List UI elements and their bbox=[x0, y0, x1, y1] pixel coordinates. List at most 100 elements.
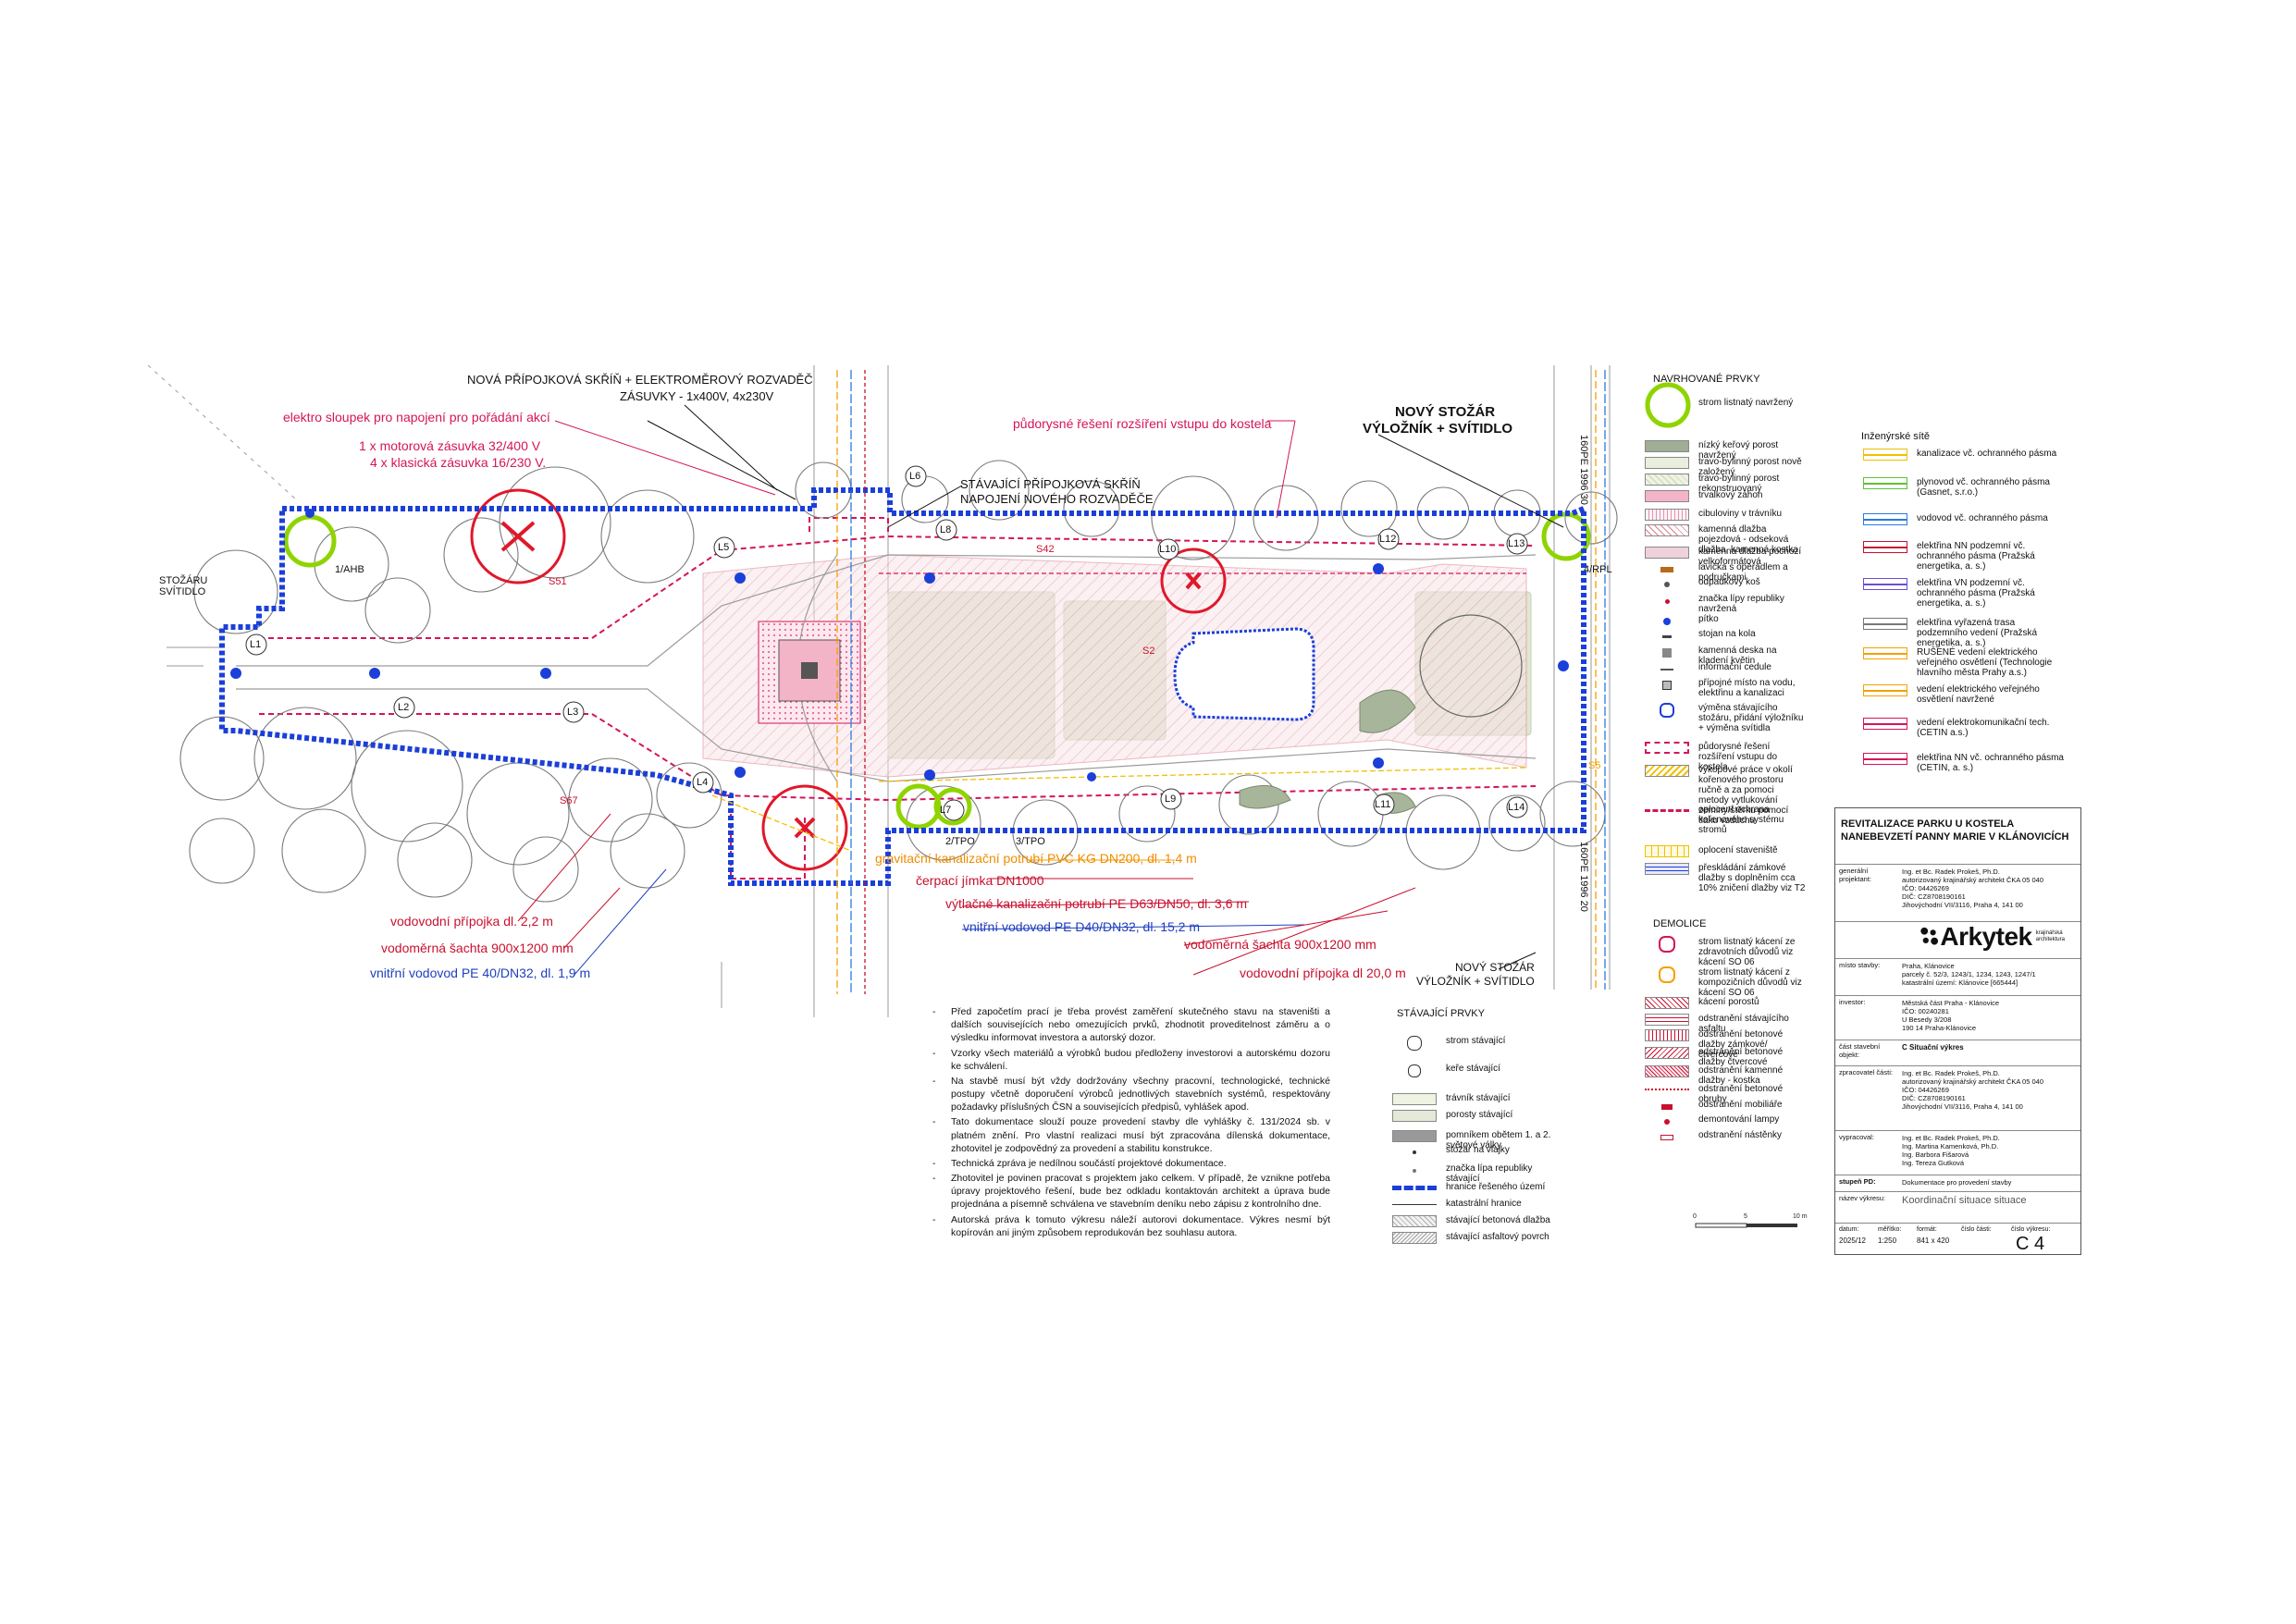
scale-bar-label-0: 0 bbox=[1693, 1213, 1697, 1220]
tpo2-label: 2/TPO bbox=[945, 836, 975, 847]
legend-util-item: elektřina VN podzemní vč. ochranného pás… bbox=[1863, 578, 2067, 609]
legend-item-label: vedení elektrokomunikační tech. (CETIN a… bbox=[1917, 718, 2050, 738]
scale-bar bbox=[1695, 1223, 1797, 1228]
legend-demo-item: demontování lampy bbox=[1645, 1114, 1807, 1129]
legend-item-label: lavička s opěradlem a područkami bbox=[1698, 562, 1788, 583]
legend-swatch bbox=[1645, 863, 1689, 875]
legend-item-label: keře stávající bbox=[1446, 1064, 1500, 1074]
legend-symbol-icon bbox=[1645, 1130, 1689, 1145]
tb-place-row: místo stavby: Praha, Klánovice parcely č… bbox=[1835, 958, 2080, 995]
tb-designer-row: generální projektant: Ing. et Bc. Radek … bbox=[1835, 864, 2080, 921]
legend-item-label: strom listnatý kácení z kompozičních dův… bbox=[1698, 967, 1802, 998]
legend-item-label: strom listnatý kácení ze zdravotních dův… bbox=[1698, 937, 1796, 967]
legend-swatch bbox=[1645, 765, 1689, 777]
lamp-label-l5: L5 bbox=[718, 542, 730, 553]
project-title: REVITALIZACE PARKU U KOSTELA NANEBEVZETÍ… bbox=[1841, 818, 2069, 844]
note-item: -Na stavbě musí být vždy dodržovány všec… bbox=[932, 1075, 1330, 1114]
water-conn-left-label: vodovodní přípojka dl. 2,2 m bbox=[390, 914, 553, 929]
legend-item-label: travo-bylinný porost rekonstruovaný bbox=[1698, 474, 1780, 494]
legend-demo-item: odstranění betonové dlažby zámkové/čtver… bbox=[1645, 1029, 1807, 1060]
legend-util-item: vedení elektrokomunikační tech. (CETIN a… bbox=[1863, 718, 2067, 738]
gravity-sewer-label: gravitační kanalizační potrubí PVC KG DN… bbox=[875, 851, 1197, 866]
legend-item-label: přípojné místo na vodu, elektřinu a kana… bbox=[1698, 678, 1796, 698]
legend-item-label: odstranění stávajícího asfaltu bbox=[1698, 1014, 1789, 1034]
tb-date-key: datum: bbox=[1839, 1226, 1859, 1233]
note-dash: - bbox=[932, 1116, 936, 1128]
legend-item-label: výkopové práce v okolí kořenového prosto… bbox=[1698, 765, 1793, 826]
legend-new-item: kamenná deska na kladení květin bbox=[1645, 646, 1807, 666]
legend-item-label: porosty stávající bbox=[1446, 1110, 1513, 1120]
legend-new-item: cibuloviny v trávníku bbox=[1645, 509, 1807, 521]
tb-part-no-key: číslo části: bbox=[1961, 1226, 1992, 1233]
lamp-label-l12: L12 bbox=[1379, 534, 1397, 545]
legend-item-label: výměna stávajícího stožáru, přidání výlo… bbox=[1698, 703, 1804, 733]
legend-swatch bbox=[1863, 618, 1907, 630]
legend-swatch bbox=[1645, 742, 1689, 754]
legend-new-item: půdorysné řešení rozšíření vstupu do kos… bbox=[1645, 742, 1807, 772]
tb-format-key: formát: bbox=[1917, 1226, 1937, 1233]
legend-item-label: demontování lampy bbox=[1698, 1114, 1780, 1125]
legend-item-label: půdorysné řešení rozšíření vstupu do kos… bbox=[1698, 742, 1778, 772]
legend-exist-item: strom stávající bbox=[1392, 1036, 1554, 1051]
legend-symbol-icon bbox=[1645, 678, 1689, 693]
tree-label-s2: S2 bbox=[1142, 646, 1155, 657]
legend-demo-item: kácení porostů bbox=[1645, 997, 1807, 1009]
tb-drawn-value: Ing. et Bc. Radek Prokeš, Ph.D. Ing. Mar… bbox=[1902, 1134, 2000, 1167]
legend-swatch bbox=[1863, 718, 1907, 730]
legend-swatch bbox=[1392, 1186, 1437, 1190]
legend-swatch bbox=[1392, 1204, 1437, 1206]
lamp-label-l2: L2 bbox=[398, 702, 410, 713]
lamp-label-l14: L14 bbox=[1508, 802, 1525, 813]
church-groundplan bbox=[1173, 627, 1315, 721]
tb-designer-value: Ing. et Bc. Radek Prokeš, Ph.D. autorizo… bbox=[1902, 867, 2043, 909]
legend-item-label: stávající betonová dlažba bbox=[1446, 1215, 1550, 1225]
tb-processor-key: zpracovatel části: bbox=[1839, 1068, 1893, 1077]
note-text: Autorská práva k tomuto výkresu náleží a… bbox=[951, 1213, 1330, 1238]
utility-lines bbox=[711, 370, 1606, 994]
legend-new-item: trvalkový záhon bbox=[1645, 490, 1807, 502]
legend-item-label: hranice řešeného území bbox=[1446, 1182, 1546, 1192]
legend-item-label: odpadkový koš bbox=[1698, 577, 1760, 587]
note-text: Tato dokumentace slouží pouze provedení … bbox=[951, 1116, 1330, 1154]
tb-stage-row: stupeň PD: Dokumentace pro provedení sta… bbox=[1835, 1175, 2080, 1191]
legend-item-label: značka lípy republiky navržená bbox=[1698, 594, 1784, 614]
lamp-label-l11: L11 bbox=[1375, 799, 1391, 810]
legend-item-label: plynovod vč. ochranného pásma (Gasnet, s… bbox=[1917, 477, 2050, 498]
legend-item-label: odstranění kamenné dlažby - kostka bbox=[1698, 1065, 1784, 1086]
legend-new-item: travo-bylinný porost nově založený bbox=[1645, 457, 1807, 477]
legend-swatch bbox=[1645, 490, 1689, 502]
legend-util-item: RUŠENÉ vedení elektrického veřejného osv… bbox=[1863, 647, 2067, 678]
legend-symbol-icon bbox=[1645, 629, 1689, 644]
legend-util-item: kanalizace vč. ochranného pásma bbox=[1863, 449, 2067, 461]
note-dash: - bbox=[932, 1047, 936, 1059]
legend-exist-item: stávající asfaltový povrch bbox=[1392, 1232, 1554, 1244]
legend-symbol-icon bbox=[1645, 936, 1689, 953]
legend-item-label: strom listnatý navržený bbox=[1698, 398, 1794, 408]
note-dash: - bbox=[932, 1173, 936, 1185]
note-text: Vzorky všech materiálů a výrobků budou p… bbox=[951, 1047, 1330, 1072]
legend-item-label: elektřina NN vč. ochranného pásma (CETIN… bbox=[1917, 753, 2064, 773]
legend-swatch bbox=[1392, 1110, 1437, 1122]
note-text: Technická zpráva je nedílnou součástí pr… bbox=[951, 1157, 1227, 1169]
legend-swatch bbox=[1645, 809, 1689, 813]
legend-item-label: trávník stávající bbox=[1446, 1093, 1511, 1103]
legend-item-label: odstranění betonové dlažby čtvercové bbox=[1698, 1047, 1784, 1067]
legend-swatch bbox=[1392, 1093, 1437, 1105]
lamp-label-l13: L13 bbox=[1508, 538, 1525, 549]
legend-item-label: vedení elektrického veřejného osvětlení … bbox=[1917, 684, 2040, 705]
side-label-bottom: 160PE 1996 20 bbox=[1578, 842, 1589, 912]
project-title-line-2: NANEBEVZETÍ PANNY MARIE V KLÁNOVICÍCH bbox=[1841, 831, 2069, 843]
legend-swatch bbox=[1863, 753, 1907, 765]
legend-symbol-icon bbox=[1645, 662, 1689, 677]
legend-swatch bbox=[1645, 997, 1689, 1009]
legend-swatch bbox=[1645, 547, 1689, 559]
legend-exist-item: hranice řešeného území bbox=[1392, 1182, 1554, 1192]
tb-stage-value: Dokumentace pro provedení stavby bbox=[1902, 1178, 2012, 1187]
legend-symbol-icon bbox=[1645, 594, 1689, 609]
lamp-label-l8: L8 bbox=[940, 524, 952, 535]
legend-swatch bbox=[1645, 474, 1689, 486]
new-connection-box-label: NOVÁ PŘÍPOJKOVÁ SKŘÍŇ + ELEKTROMĚROVÝ RO… bbox=[467, 373, 813, 387]
legend-swatch bbox=[1392, 1130, 1437, 1142]
